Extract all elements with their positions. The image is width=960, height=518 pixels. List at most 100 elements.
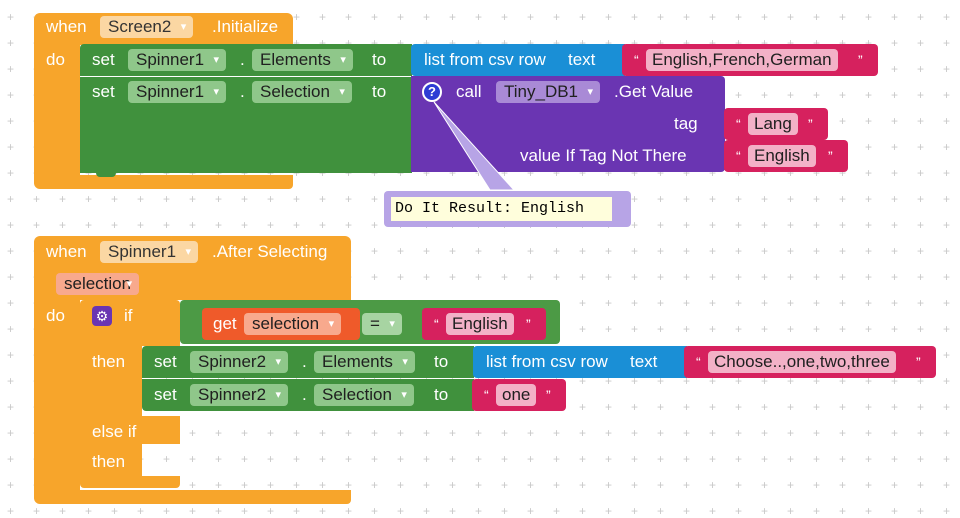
grid-mark: + bbox=[579, 166, 587, 180]
grid-mark: + bbox=[787, 244, 795, 258]
dot-label: . bbox=[240, 50, 245, 69]
grid-mark: + bbox=[787, 426, 795, 440]
grid-mark: + bbox=[189, 504, 197, 518]
grid-mark: + bbox=[657, 10, 665, 24]
grid-mark: + bbox=[735, 10, 743, 24]
grid-mark: + bbox=[293, 36, 301, 50]
grid-mark: + bbox=[605, 478, 613, 492]
grid-mark: + bbox=[579, 426, 587, 440]
selection-property-dropdown[interactable]: Selection bbox=[252, 81, 352, 103]
grid-mark: + bbox=[501, 270, 509, 284]
grid-mark: + bbox=[839, 10, 847, 24]
grid-mark: + bbox=[891, 62, 899, 76]
grid-mark: + bbox=[917, 140, 925, 154]
grid-mark: + bbox=[7, 192, 15, 206]
grid-mark: + bbox=[7, 426, 15, 440]
grid-mark: + bbox=[865, 166, 873, 180]
grid-mark: + bbox=[787, 36, 795, 50]
screen-dropdown[interactable]: Screen2 bbox=[100, 16, 194, 38]
list-from-csv-row-block[interactable] bbox=[473, 346, 687, 378]
grid-mark: + bbox=[943, 426, 951, 440]
grid-mark: + bbox=[917, 114, 925, 128]
set-label: set bbox=[154, 385, 177, 404]
grid-mark: + bbox=[527, 10, 535, 24]
grid-mark: + bbox=[293, 478, 301, 492]
grid-mark: + bbox=[683, 374, 691, 388]
grid-mark: + bbox=[735, 218, 743, 232]
grid-mark: + bbox=[943, 10, 951, 24]
grid-mark: + bbox=[449, 426, 457, 440]
grid-mark: + bbox=[449, 270, 457, 284]
equals-operator-dropdown[interactable]: = bbox=[362, 313, 402, 335]
grid-mark: + bbox=[943, 244, 951, 258]
elements-property-dropdown[interactable]: Elements bbox=[252, 49, 353, 71]
grid-mark: + bbox=[787, 452, 795, 466]
default-text-value[interactable]: English bbox=[748, 145, 816, 167]
quote-close: ” bbox=[916, 354, 921, 370]
grid-mark: + bbox=[709, 504, 717, 518]
grid-mark: + bbox=[813, 374, 821, 388]
grid-mark: + bbox=[605, 400, 613, 414]
tinydb-component-dropdown[interactable]: Tiny_DB1 bbox=[496, 81, 601, 103]
mutator-gear-icon[interactable]: ⚙ bbox=[92, 306, 112, 326]
grid-mark: + bbox=[631, 296, 639, 310]
grid-mark: + bbox=[397, 504, 405, 518]
grid-mark: + bbox=[891, 244, 899, 258]
grid-mark: + bbox=[943, 296, 951, 310]
compare-text-value[interactable]: English bbox=[446, 313, 514, 335]
grid-mark: + bbox=[787, 192, 795, 206]
grid-mark: + bbox=[59, 504, 67, 518]
tag-text-value[interactable]: Lang bbox=[748, 113, 798, 135]
grid-mark: + bbox=[397, 10, 405, 24]
quote-open: “ bbox=[696, 354, 701, 370]
grid-mark: + bbox=[553, 166, 561, 180]
grid-mark: + bbox=[7, 322, 15, 336]
spinner1-event-dropdown[interactable]: Spinner1 bbox=[100, 241, 199, 263]
grid-mark: + bbox=[709, 478, 717, 492]
selection-property-dropdown[interactable]: Selection bbox=[314, 384, 414, 406]
grid-mark: + bbox=[865, 244, 873, 258]
after-selecting-footer bbox=[34, 490, 351, 504]
grid-mark: + bbox=[33, 218, 41, 232]
grid-mark: + bbox=[631, 504, 639, 518]
spinner1-component-dropdown[interactable]: Spinner1 bbox=[128, 81, 227, 103]
grid-mark: + bbox=[709, 36, 717, 50]
grid-mark: + bbox=[527, 478, 535, 492]
grid-mark: + bbox=[865, 478, 873, 492]
grid-mark: + bbox=[813, 478, 821, 492]
quote-open: “ bbox=[634, 52, 639, 68]
csv-text-value[interactable]: English,French,German bbox=[646, 49, 838, 71]
grid-mark: + bbox=[709, 192, 717, 206]
help-icon[interactable]: ? bbox=[422, 82, 442, 102]
to-label: to bbox=[372, 50, 387, 69]
grid-mark: + bbox=[267, 452, 275, 466]
grid-mark: + bbox=[761, 478, 769, 492]
grid-mark: + bbox=[189, 478, 197, 492]
grid-mark: + bbox=[475, 36, 483, 50]
spinner2-component-dropdown[interactable]: Spinner2 bbox=[190, 351, 289, 373]
grid-mark: + bbox=[761, 270, 769, 284]
list-from-csv-row-block[interactable] bbox=[411, 44, 625, 76]
tooltip-pointer bbox=[433, 101, 516, 191]
selection-variable-dropdown[interactable]: selection bbox=[244, 313, 342, 335]
grid-mark: + bbox=[839, 192, 847, 206]
grid-mark: + bbox=[709, 322, 717, 336]
grid-mark: + bbox=[683, 36, 691, 50]
csv-text-value[interactable]: Choose..,one,two,three bbox=[708, 351, 896, 373]
selection-text-value[interactable]: one bbox=[496, 384, 537, 406]
elements-property-dropdown[interactable]: Elements bbox=[314, 351, 415, 373]
grid-mark: + bbox=[605, 504, 613, 518]
grid-mark: + bbox=[891, 10, 899, 24]
spinner2-component-dropdown[interactable]: Spinner2 bbox=[190, 384, 289, 406]
grid-mark: + bbox=[579, 322, 587, 336]
grid-mark: + bbox=[943, 62, 951, 76]
if-then-column bbox=[80, 346, 142, 416]
grid-mark: + bbox=[163, 166, 171, 180]
selection-parameter[interactable]: selection bbox=[56, 273, 140, 295]
grid-mark: + bbox=[241, 478, 249, 492]
spinner1-component-dropdown[interactable]: Spinner1 bbox=[128, 49, 227, 71]
grid-mark: + bbox=[891, 504, 899, 518]
else-if-label: else if bbox=[92, 422, 137, 441]
grid-mark: + bbox=[813, 244, 821, 258]
grid-mark: + bbox=[839, 426, 847, 440]
